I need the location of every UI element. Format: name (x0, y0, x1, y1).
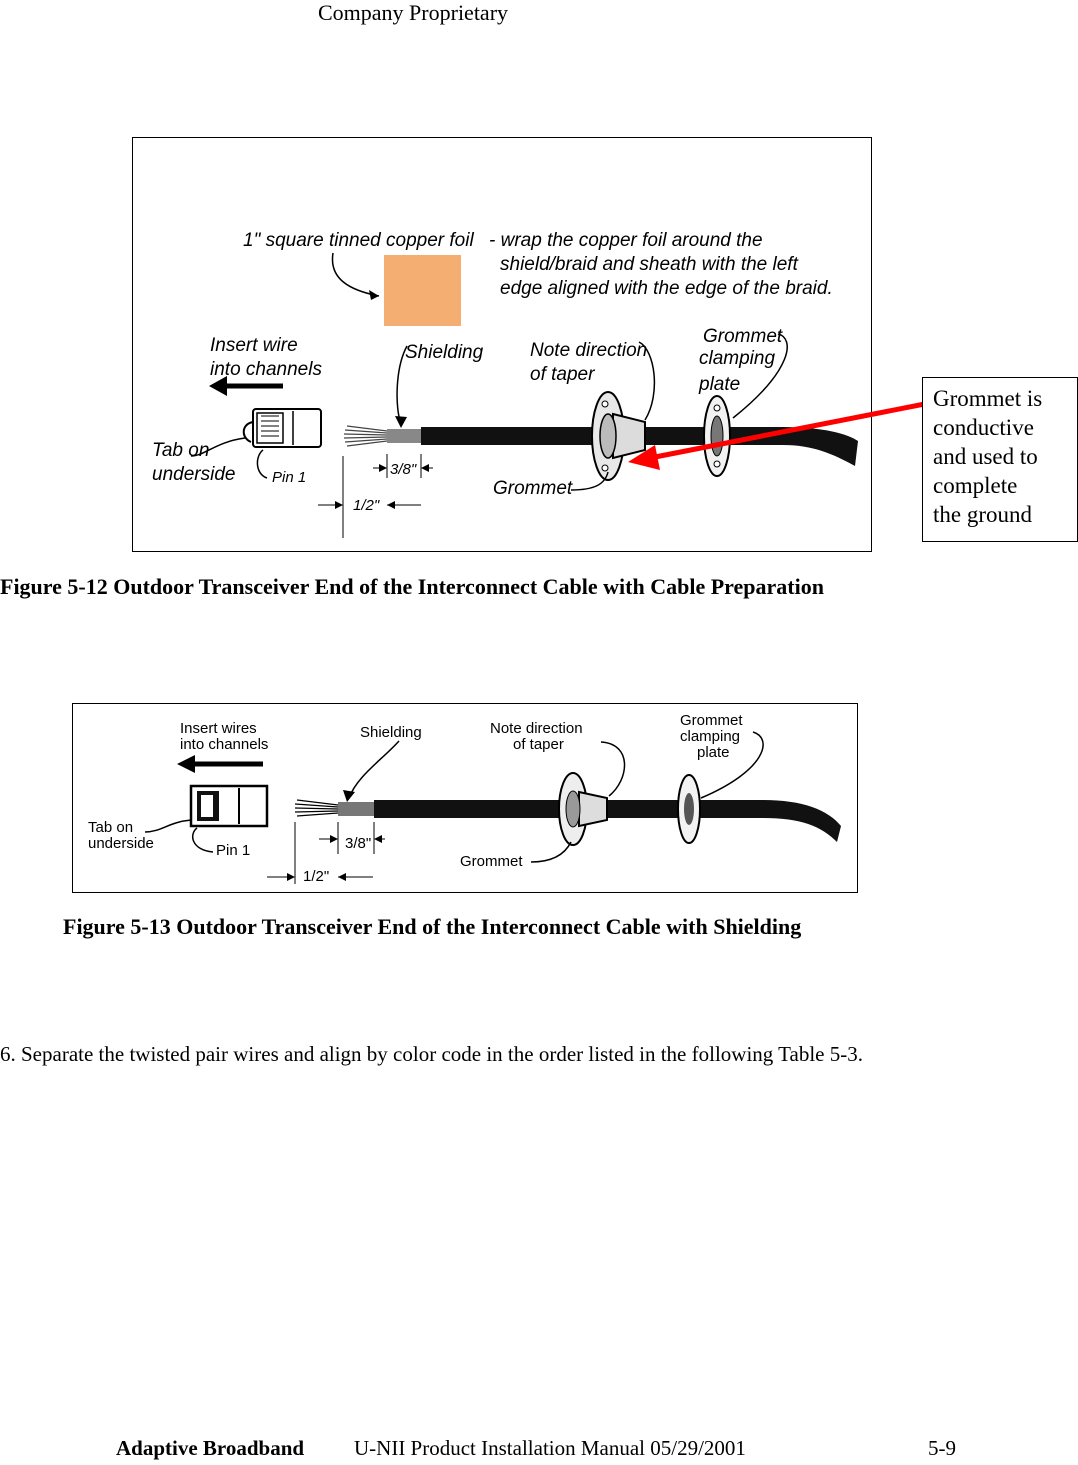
callout-line: the ground (933, 502, 1033, 527)
cable-shielding-diagram: Insert wires into channels Shielding Not… (88, 712, 841, 885)
footer-title: U-NII Product Installation Manual 05/29/… (354, 1436, 746, 1460)
label-grommet-top: Grommet (680, 712, 743, 729)
label-dim-38: 3/8" (345, 835, 371, 852)
figure-caption-5-13: Figure 5-13 Outdoor Transceiver End of t… (63, 914, 802, 939)
figure-cable-preparation: 1" square tinned copper foil - wrap the … (132, 137, 872, 552)
taper-leader (638, 341, 656, 421)
label-wrap-3: edge aligned with the edge of the braid. (500, 278, 833, 299)
label-insert-2: into channels (210, 359, 322, 380)
label-note-1: Note direction (530, 340, 647, 361)
label-shielding: Shielding (360, 724, 422, 741)
callout-line: complete (933, 473, 1018, 498)
callout-box: Grommet is conductive and used to comple… (922, 377, 1078, 542)
figure-caption-5-12: Figure 5-12 Outdoor Transceiver End of t… (0, 574, 824, 599)
callout-line: and used to (933, 444, 1038, 469)
label-tab-2: underside (88, 835, 154, 852)
label-grommet: Grommet (493, 478, 573, 499)
connector-tab (242, 421, 254, 443)
insert-arrow-head (209, 376, 227, 396)
plate-leader (732, 333, 788, 419)
tab-leader (190, 437, 246, 457)
footer-brand: Adaptive Broadband (116, 1436, 305, 1460)
label-shielding: Shielding (405, 342, 484, 363)
callout-line: Grommet is (933, 386, 1043, 411)
label-note-1: Note direction (490, 720, 583, 737)
label-pin-1: Pin 1 (216, 842, 250, 859)
cable-jacket (374, 800, 841, 842)
label-insert-1: Insert wire (210, 335, 298, 356)
label-wrap-2: shield/braid and sheath with the left (500, 254, 799, 275)
label-dim-12: 1/2" (353, 497, 380, 514)
label-grommet-top: Grommet (703, 326, 783, 347)
label-insert-1: Insert wires (180, 720, 257, 737)
label-note-2: of taper (530, 364, 595, 385)
figure-cable-shielding: Insert wires into channels Shielding Not… (72, 703, 858, 893)
foil-leader-arrowhead (369, 290, 379, 300)
label-pin-1: Pin 1 (272, 469, 306, 486)
rj-contacts (256, 412, 284, 444)
pin-leader (256, 449, 268, 479)
exposed-wires (343, 425, 388, 447)
callout-line: conductive (933, 415, 1034, 440)
label-copper-foil: 1" square tinned copper foil (243, 230, 474, 251)
label-wrap-1: - wrap the copper foil around the (489, 230, 763, 251)
footer-page-number: 5-9 (928, 1436, 956, 1460)
label-grommet: Grommet (460, 853, 523, 870)
copper-foil-square (384, 255, 461, 326)
label-note-2: of taper (513, 736, 564, 753)
label-dim-38: 3/8" (390, 461, 417, 478)
grommet-leader (570, 471, 609, 491)
label-insert-2: into channels (180, 736, 268, 753)
label-clamping: clamping (699, 348, 775, 369)
cable-preparation-diagram: 1" square tinned copper foil - wrap the … (152, 230, 858, 538)
label-tab-2: underside (152, 464, 235, 485)
page-header: Company Proprietary (318, 0, 509, 25)
label-plate: plate (698, 374, 740, 395)
label-clamping: clamping (680, 728, 740, 745)
label-plate: plate (697, 744, 730, 761)
label-tab-1: Tab on (88, 819, 133, 836)
label-dim-12: 1/2" (303, 868, 329, 885)
shielding-braid (338, 802, 374, 816)
body-paragraph: 6. Separate the twisted pair wires and a… (0, 1042, 863, 1066)
shielding-braid (387, 429, 421, 443)
